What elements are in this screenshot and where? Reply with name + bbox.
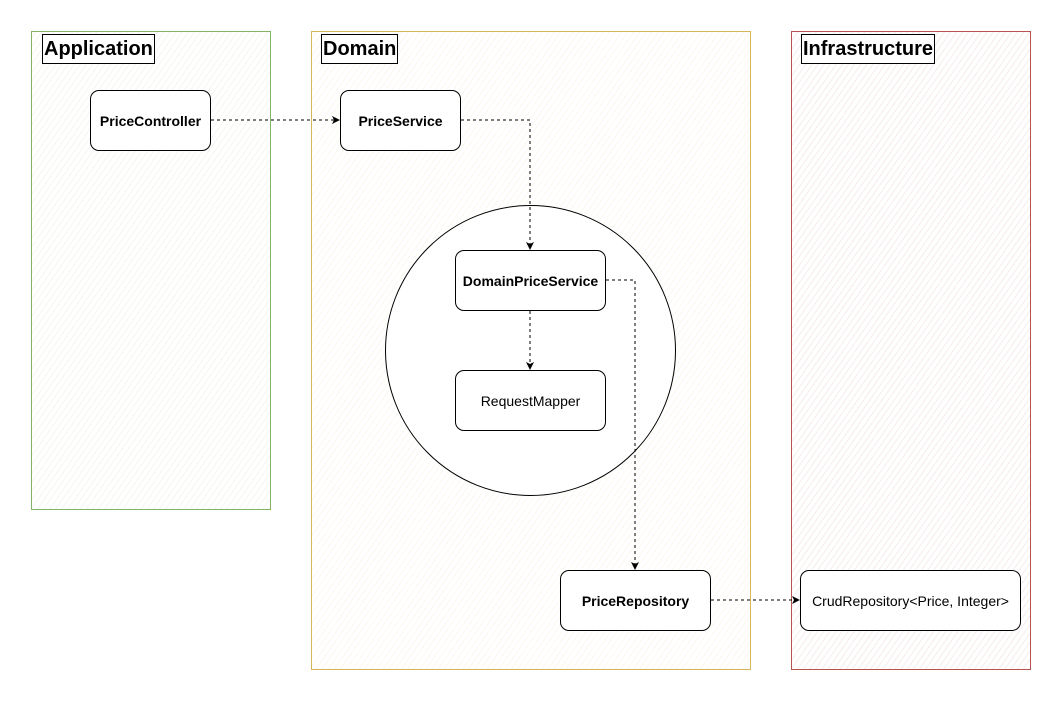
- domain-core-circle: [385, 205, 676, 496]
- domain-price-service-node[interactable]: DomainPriceService: [455, 250, 606, 311]
- price-service-node[interactable]: PriceService: [340, 90, 461, 151]
- request-mapper-node[interactable]: RequestMapper: [455, 370, 606, 431]
- price-repository-node[interactable]: PriceRepository: [560, 570, 711, 631]
- infrastructure-layer-title: Infrastructure: [801, 34, 936, 64]
- crud-repository-node[interactable]: CrudRepository<Price, Integer>: [800, 570, 1021, 631]
- price-controller-node[interactable]: PriceController: [90, 90, 211, 151]
- domain-layer-title: Domain: [321, 34, 399, 64]
- infrastructure-layer-container: [791, 31, 1031, 670]
- application-layer-title: Application: [42, 34, 155, 64]
